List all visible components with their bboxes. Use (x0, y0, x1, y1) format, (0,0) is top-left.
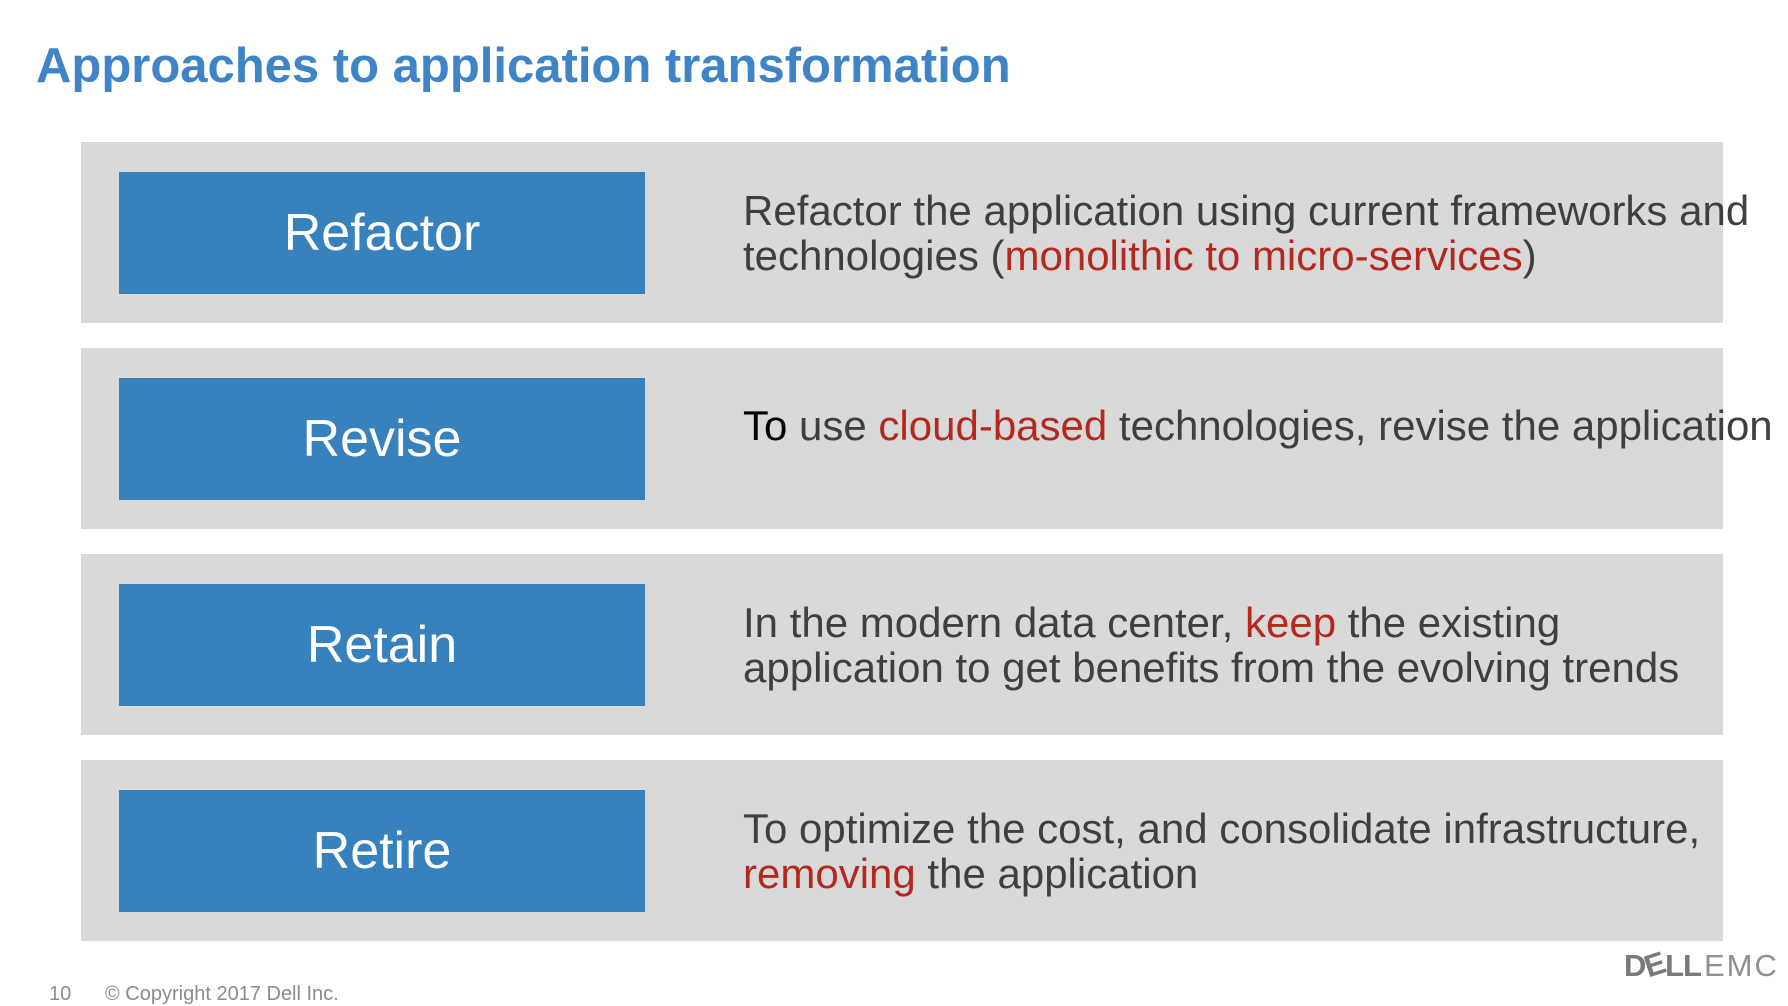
description-text: application to get benefits from the evo… (743, 643, 1680, 691)
dell-wordmark: DELL (1624, 945, 1702, 984)
footer-page-number: 10 (49, 983, 72, 1005)
description-text: technologies ( (743, 231, 1005, 279)
approach-box-revise: Revise (119, 377, 645, 500)
approach-box-label: Refactor (283, 203, 481, 262)
description-text: the existing (1336, 598, 1561, 646)
approach-row-retain: Retain In the modern data center, keep t… (81, 554, 1723, 735)
description-text: To (743, 402, 788, 449)
approach-description-retain: In the modern data center, keep the exis… (743, 600, 1679, 690)
approach-box-retire: Retire (119, 789, 645, 912)
description-text: Refactor the application using current f… (743, 186, 1750, 234)
description-text: ) (1522, 231, 1537, 279)
description-line: application to get benefits from the evo… (743, 645, 1679, 690)
approach-box-refactor: Refactor (119, 171, 645, 294)
dell-emc-logo: DELLEMC (1624, 945, 1779, 984)
approach-description-retire: To optimize the cost, and consolidate in… (743, 806, 1700, 896)
description-highlight: removing (743, 849, 916, 897)
emc-wordmark: EMC (1703, 948, 1779, 983)
approach-box-label: Retain (306, 615, 458, 674)
dell-letter-d: D (1624, 948, 1646, 983)
description-highlight: monolithic to micro-services (1004, 231, 1523, 279)
description-line: To optimize the cost, and consolidate in… (743, 806, 1700, 851)
description-line: Refactor the application using current f… (743, 188, 1749, 233)
description-highlight: cloud-based (878, 402, 1108, 449)
description-text: technologies, revise the application (1107, 402, 1773, 449)
description-line: removing the application (743, 851, 1700, 896)
approach-description-revise: To use cloud-based technologies, revise … (743, 403, 1773, 448)
approach-row-refactor: Refactor Refactor the application using … (81, 142, 1749, 323)
approach-box-retain: Retain (119, 583, 645, 706)
description-text: use (787, 402, 879, 449)
approach-row-revise: Revise To use cloud-based technologies, … (81, 348, 1773, 529)
approach-rows: Refactor Refactor the application using … (81, 142, 1773, 966)
description-line: technologies (monolithic to micro-servic… (743, 233, 1749, 278)
approach-box-label: Retire (312, 821, 452, 880)
description-text: the application (915, 849, 1199, 897)
approach-row-retire: Retire To optimize the cost, and consoli… (81, 760, 1723, 941)
description-text: In the modern data center, (743, 598, 1245, 646)
footer-copyright: © Copyright 2017 Dell Inc. (105, 983, 339, 1005)
description-line: In the modern data center, keep the exis… (743, 600, 1679, 645)
approach-box-label: Revise (302, 409, 462, 468)
dell-letters-ll: LL (1665, 948, 1702, 983)
page-title: Approaches to application transformation (36, 39, 1011, 93)
description-line: To use cloud-based technologies, revise … (743, 403, 1773, 448)
approach-description-refactor: Refactor the application using current f… (743, 188, 1749, 278)
description-text: To optimize the cost, and consolidate in… (743, 804, 1701, 852)
description-highlight: keep (1245, 598, 1337, 646)
